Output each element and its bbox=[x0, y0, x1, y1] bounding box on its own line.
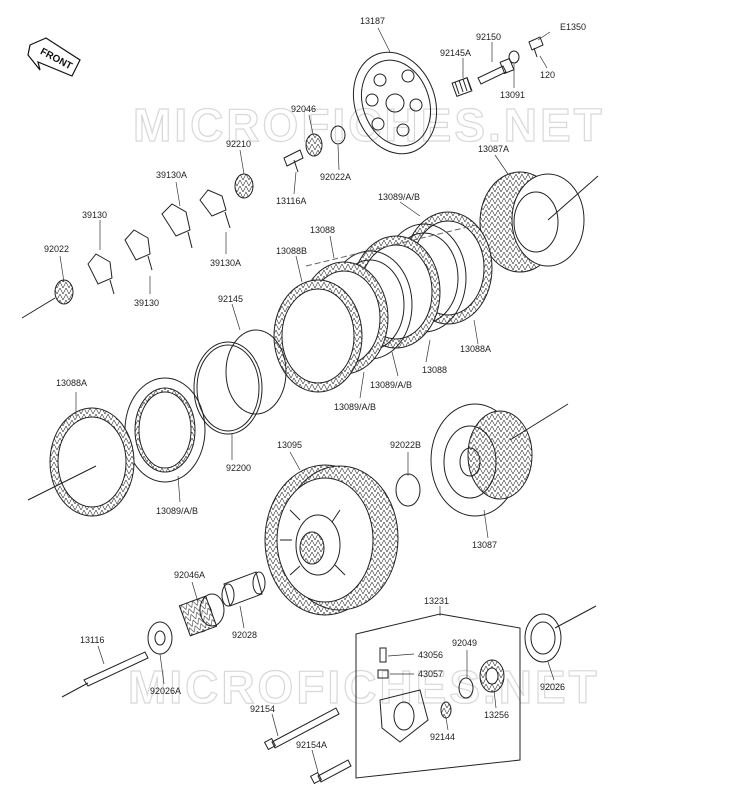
bolt-92150 bbox=[477, 57, 515, 85]
label-92046: 92046 bbox=[291, 104, 316, 114]
label-13231: 13231 bbox=[424, 596, 449, 606]
label-92145A: 92145A bbox=[440, 48, 471, 58]
label-43056: 43056 bbox=[418, 650, 443, 660]
bearing-92210 bbox=[234, 173, 254, 199]
push-rod-13116 bbox=[61, 651, 149, 698]
label-92022A: 92022A bbox=[320, 172, 351, 182]
label-92049: 92049 bbox=[452, 638, 477, 648]
watermark-top: MICROFICHES.NET bbox=[133, 99, 605, 151]
label-13089AB-low: 13089/A/B bbox=[334, 402, 376, 412]
label-39130-bot: 39130 bbox=[134, 298, 159, 308]
alignment-line bbox=[305, 224, 477, 267]
wire-ring-92200 bbox=[193, 341, 263, 435]
label-13088-top: 13088 bbox=[310, 225, 335, 235]
label-E1350: E1350 bbox=[560, 22, 586, 32]
spring-plate-39130A-upper bbox=[199, 189, 231, 229]
clutch-center-13087 bbox=[430, 403, 569, 517]
bolt-120 bbox=[528, 36, 544, 58]
label-13089AB-top: 13089/A/B bbox=[378, 192, 420, 202]
label-13088A-right: 13088A bbox=[460, 344, 491, 354]
washer-92022B bbox=[395, 473, 421, 507]
washer-92022A bbox=[330, 125, 346, 145]
bearing-92046 bbox=[305, 133, 323, 157]
spring-plate-39130-upper bbox=[124, 229, 153, 271]
oring-92049 bbox=[458, 677, 474, 699]
spring-92145A bbox=[451, 77, 473, 97]
label-13087: 13087 bbox=[472, 540, 497, 550]
label-13089AB-left: 13089/A/B bbox=[156, 506, 198, 516]
washer-92026A bbox=[147, 621, 173, 655]
washer-92022 bbox=[21, 279, 74, 319]
label-39130A-top: 39130A bbox=[156, 170, 187, 180]
watermark-bottom: MICROFICHES.NET bbox=[128, 661, 600, 713]
label-92026: 92026 bbox=[540, 682, 565, 692]
spring-plate-39130A-lower bbox=[161, 203, 193, 249]
clutch-housing-gear-13095 bbox=[264, 464, 399, 616]
label-92154: 92154 bbox=[250, 704, 275, 714]
leader-lines bbox=[59, 27, 555, 773]
label-92150: 92150 bbox=[476, 32, 501, 42]
spring-plate-39130-lower bbox=[87, 253, 115, 295]
washer-13091 bbox=[508, 50, 520, 64]
bolt-92154 bbox=[263, 707, 340, 751]
label-92210: 92210 bbox=[226, 139, 251, 149]
label-92200: 92200 bbox=[226, 463, 251, 473]
label-13116: 13116 bbox=[80, 635, 104, 645]
cap-43057 bbox=[377, 669, 389, 679]
push-rod-13116A bbox=[283, 149, 304, 173]
label-43057: 43057 bbox=[418, 669, 443, 679]
bleeder-43056 bbox=[379, 647, 387, 663]
bolt-92154A bbox=[309, 759, 352, 785]
front-direction-icon: FRONT bbox=[27, 37, 81, 77]
friction-plate-13088A-left bbox=[27, 407, 135, 517]
label-13256: 13256 bbox=[484, 710, 509, 720]
label-92022B: 92022B bbox=[390, 440, 421, 450]
label-92026A: 92026A bbox=[150, 686, 181, 696]
label-13095: 13095 bbox=[277, 440, 302, 450]
label-39130-left: 39130 bbox=[82, 210, 107, 220]
steel-plate-13089-left bbox=[124, 377, 206, 483]
sleeve-92028 bbox=[221, 571, 266, 607]
label-92022: 92022 bbox=[44, 244, 69, 254]
gasket-92026 bbox=[524, 605, 597, 663]
label-13088A-left: 13088A bbox=[56, 378, 87, 388]
label-13088-right: 13088 bbox=[422, 365, 447, 375]
release-cylinder bbox=[379, 689, 429, 743]
label-92046A: 92046A bbox=[174, 570, 205, 580]
label-13116A: 13116A bbox=[276, 196, 306, 206]
label-13187: 13187 bbox=[360, 16, 385, 26]
friction-plate-13088B bbox=[273, 279, 363, 393]
pressure-plate-13187 bbox=[352, 51, 438, 155]
label-13087A: 13087A bbox=[478, 144, 509, 154]
label-120: 120 bbox=[540, 70, 555, 80]
label-39130A-mid: 39130A bbox=[210, 258, 241, 268]
label-92144: 92144 bbox=[430, 732, 455, 742]
needle-bearing-92046A bbox=[178, 593, 225, 637]
label-13091: 13091 bbox=[500, 90, 525, 100]
label-13089AB-mid: 13089/A/B bbox=[370, 380, 412, 390]
label-92028: 92028 bbox=[232, 630, 257, 640]
label-13088B: 13088B bbox=[276, 246, 307, 256]
release-assembly-box-13231 bbox=[355, 613, 521, 779]
label-92154A: 92154A bbox=[296, 740, 327, 750]
bearing-13256 bbox=[479, 659, 505, 693]
label-92145: 92145 bbox=[218, 294, 243, 304]
seal-92144 bbox=[440, 701, 452, 719]
clutch-hub-13087A bbox=[479, 171, 599, 273]
